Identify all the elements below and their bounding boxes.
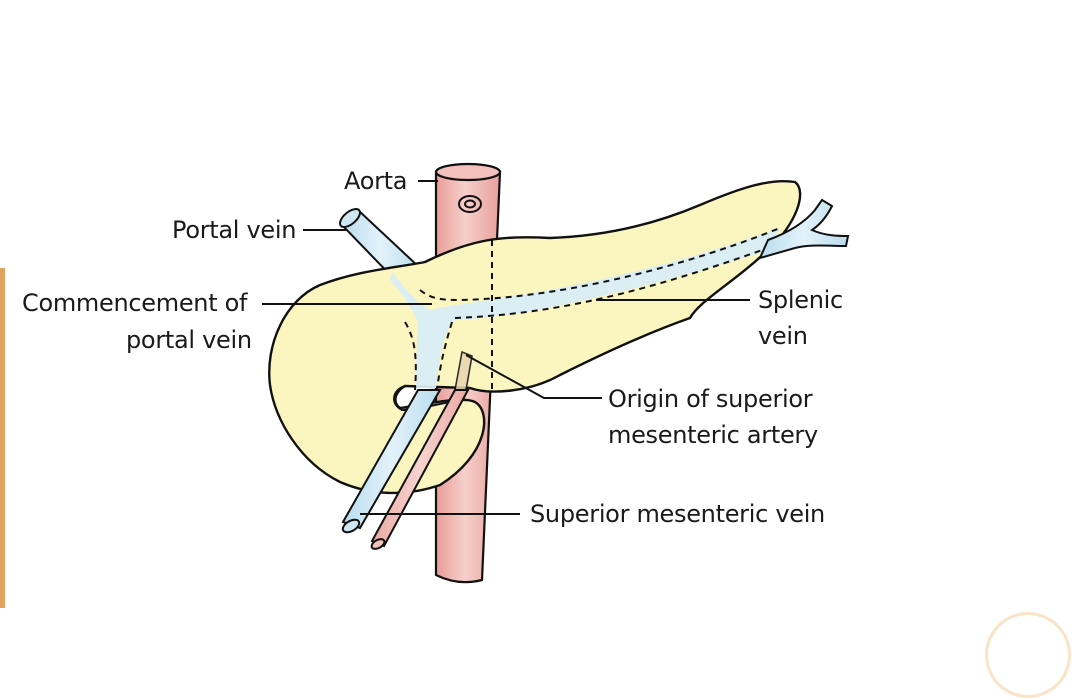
label-commencement-line2: portal vein: [126, 326, 252, 354]
label-splenic-line1: Splenic: [758, 286, 843, 314]
label-smv: Superior mesenteric vein: [530, 500, 825, 528]
pancreas: [268, 179, 802, 495]
label-portal-vein: Portal vein: [172, 216, 297, 244]
label-aorta: Aorta: [344, 167, 408, 195]
pancreas-portal-vein-diagram: [262, 162, 850, 584]
label-sma-line2: mesenteric artery: [608, 421, 818, 449]
label-splenic-line2: vein: [758, 322, 808, 350]
splenic-vein-branches: [758, 198, 850, 260]
splenic-vein: [390, 227, 781, 391]
left-edge-accent: [0, 268, 5, 608]
superior-mesenteric-artery: [370, 350, 473, 550]
aorta-cross-section-icon: [458, 195, 482, 213]
label-sma-line1: Origin of superior: [608, 385, 813, 413]
leader-sma: [465, 354, 602, 399]
superior-mesenteric-vein: [341, 389, 442, 534]
label-commencement-line1: Commencement of: [22, 289, 248, 317]
